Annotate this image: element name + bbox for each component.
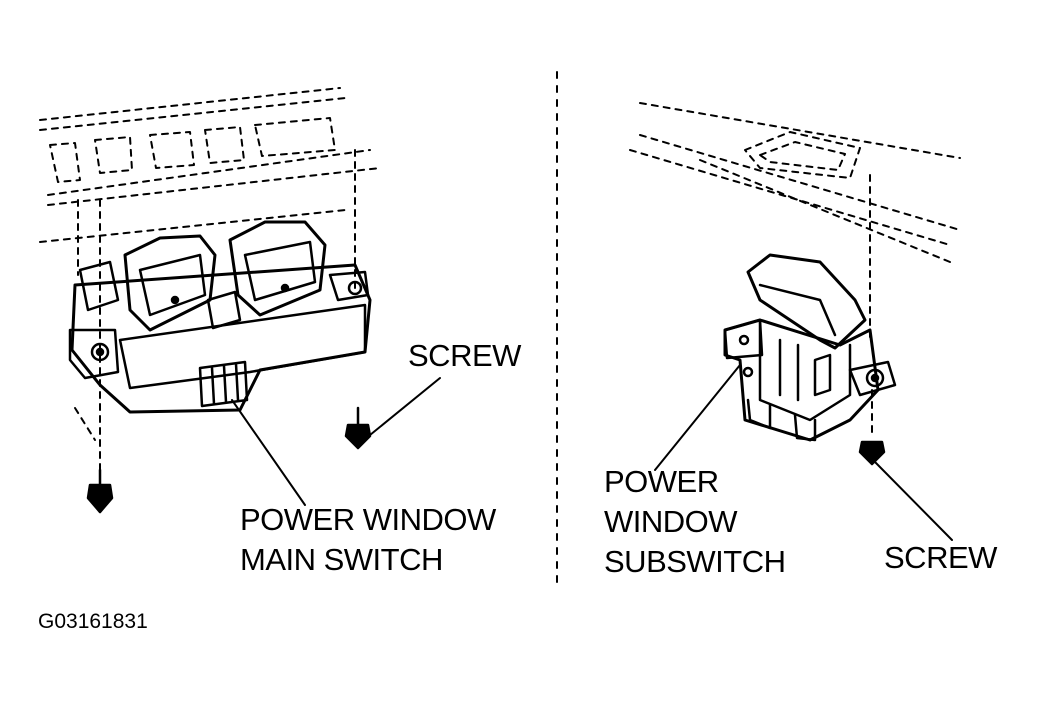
- subswitch-label-line3: SUBSWITCH: [604, 544, 786, 579]
- left-screw-label: SCREW: [408, 338, 521, 373]
- right-screw-label: SCREW: [884, 540, 997, 575]
- left-screw-leader: [369, 377, 441, 436]
- main-switch-label-line1: POWER WINDOW: [240, 502, 496, 537]
- left-main-screw-icon: [86, 468, 114, 514]
- main-switch-leader: [231, 399, 306, 506]
- left-screw-icon: [344, 406, 372, 450]
- power-window-main-switch: [68, 220, 372, 414]
- right-screw-icon: [858, 440, 886, 466]
- figure-code: G03161831: [38, 610, 148, 633]
- left-door-trim-panel: [39, 87, 381, 291]
- right-screw-leader: [874, 461, 953, 541]
- right-door-trim-panel: [629, 102, 961, 341]
- power-window-subswitch: [723, 253, 897, 442]
- subswitch-label-line2: WINDOW: [604, 504, 738, 539]
- main-switch-label-line2: MAIN SWITCH: [240, 542, 443, 577]
- subswitch-leader: [654, 364, 741, 471]
- left-alignment-lines: [74, 199, 101, 471]
- subswitch-label-line1: POWER: [604, 464, 719, 499]
